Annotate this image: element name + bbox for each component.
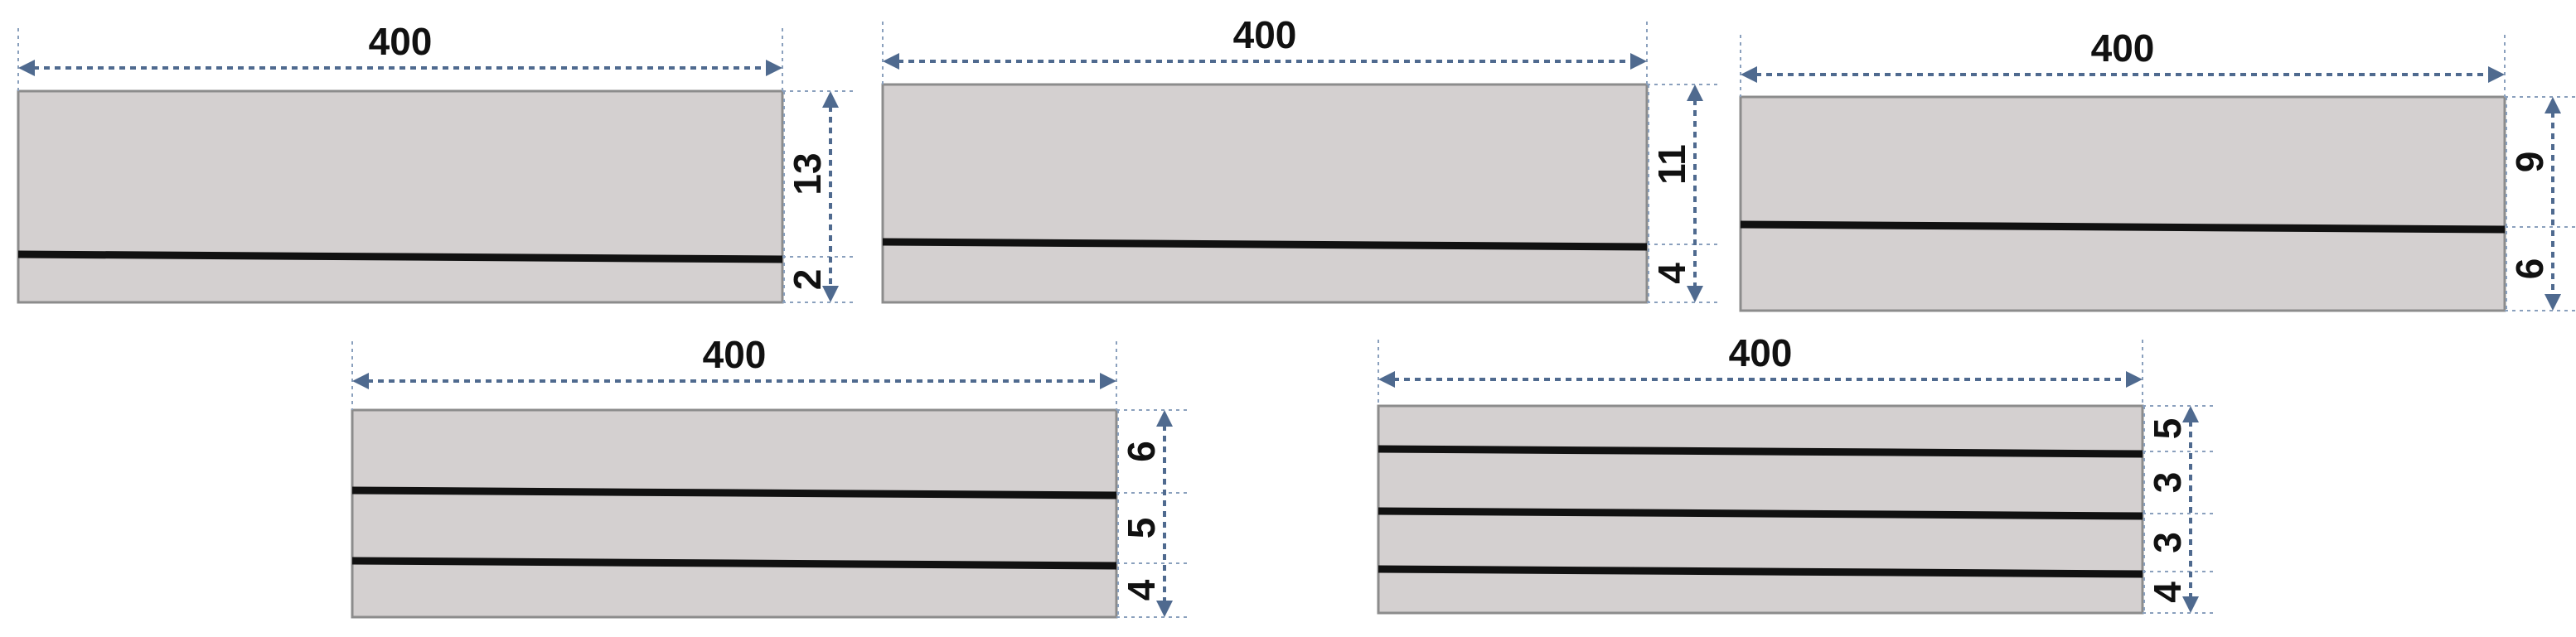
- panel-2: 400 11 4: [881, 13, 1721, 304]
- layer-thickness-label: 5: [2146, 418, 2189, 440]
- thickness-arrow-down: [1156, 601, 1173, 617]
- layer-thickness-label: 6: [2508, 258, 2551, 280]
- width-label: 400: [2091, 27, 2155, 70]
- panel-5: 400 5 3 3 4: [1377, 331, 2217, 615]
- width-label: 400: [1233, 13, 1297, 56]
- width-arrow-right: [2488, 66, 2505, 83]
- layer-boundary-line: [351, 486, 1117, 499]
- layer-thickness-label: 4: [1120, 579, 1163, 601]
- layer-thickness-label: 5: [1120, 518, 1163, 539]
- layer-boundary-line: [1378, 565, 2143, 578]
- layer-thickness-label: 4: [2146, 582, 2189, 603]
- thickness-arrow-down: [2545, 294, 2561, 311]
- panel-rect: [17, 89, 784, 304]
- layer-thickness-label: 11: [1650, 144, 1693, 185]
- layer-thickness-label: 3: [2146, 472, 2189, 494]
- width-arrow-left: [1378, 371, 1395, 388]
- thickness-arrow-down: [2182, 596, 2199, 613]
- layer-thickness-label: 3: [2146, 532, 2189, 553]
- width-label: 400: [369, 20, 433, 63]
- width-arrow-left: [1741, 66, 1757, 83]
- thickness-arrow-up: [1687, 84, 1703, 101]
- width-arrow-right: [1100, 373, 1116, 389]
- width-arrow-left: [883, 53, 899, 70]
- width-label: 400: [703, 333, 767, 376]
- thickness-arrow-up: [1156, 410, 1173, 427]
- layer-boundary-line: [1378, 507, 2143, 520]
- panel-3: 400 9 6: [1739, 27, 2576, 312]
- panel-1: 400 13 2: [17, 20, 857, 304]
- layer-boundary-line: [1740, 220, 2506, 234]
- width-arrow-right: [1630, 53, 1647, 70]
- thickness-arrow-up: [2182, 406, 2199, 422]
- panel-rect: [351, 408, 1118, 619]
- layer-boundary-line: [351, 557, 1117, 570]
- panel-rect: [881, 83, 1649, 304]
- layer-thickness-label: 2: [786, 269, 829, 291]
- layer-thickness-label: 9: [2508, 152, 2551, 173]
- width-arrow-left: [352, 373, 369, 389]
- width-arrow-left: [18, 60, 35, 76]
- thickness-arrow-down: [822, 286, 839, 302]
- layer-boundary-line: [17, 250, 783, 263]
- layer-boundary-line: [882, 238, 1648, 251]
- layer-thickness-label: 6: [1120, 441, 1163, 462]
- layer-thickness-label: 13: [786, 152, 829, 195]
- thickness-arrow-down: [1687, 286, 1703, 302]
- layer-thickness-label: 4: [1650, 263, 1693, 284]
- thickness-arrow-up: [2545, 97, 2561, 113]
- panel-rect: [1739, 95, 2506, 312]
- width-arrow-right: [2126, 371, 2143, 388]
- width-arrow-right: [766, 60, 782, 76]
- panel-4: 400 6 5 4: [351, 333, 1191, 619]
- layer-boundary-line: [1378, 445, 2143, 458]
- thickness-arrow-up: [822, 91, 839, 108]
- width-label: 400: [1729, 331, 1793, 374]
